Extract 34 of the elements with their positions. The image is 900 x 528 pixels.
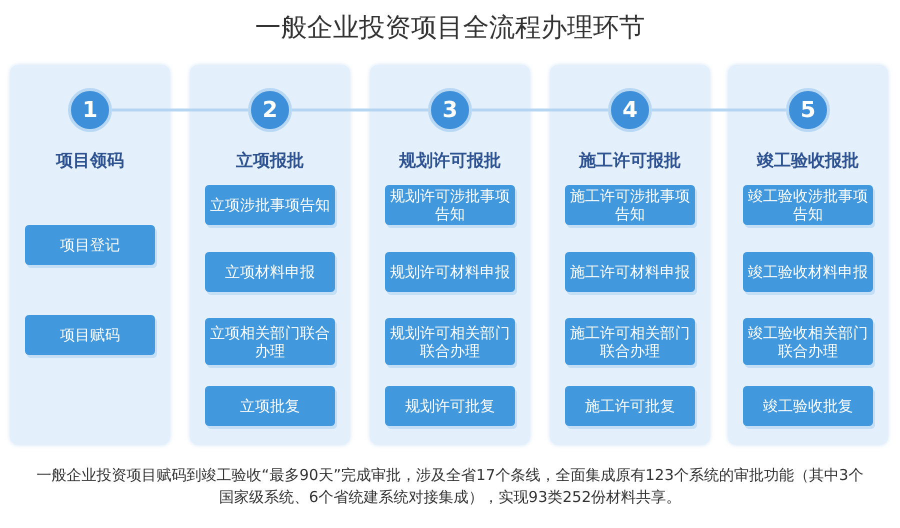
process-box: 竣工验收批复: [743, 386, 873, 426]
column-panel: [728, 65, 888, 445]
process-box: 规划许可涉批事项告知: [385, 185, 515, 225]
process-box: 施工许可相关部门联合办理: [565, 318, 695, 365]
process-box: 项目登记: [25, 225, 155, 265]
column-heading: 立项报批: [235, 150, 305, 173]
connector-line: [652, 108, 786, 112]
process-box: 规划许可相关部门联合办理: [385, 318, 515, 365]
column-heading: 施工许可报批: [578, 150, 682, 173]
diagram-title: 一般企业投资项目全流程办理环节: [254, 12, 646, 45]
process-box: 立项涉批事项告知: [205, 185, 335, 225]
column-panel: [370, 65, 530, 445]
connector-line: [472, 108, 608, 112]
column-heading: 项目领码: [54, 150, 125, 173]
process-box: 施工许可材料申报: [565, 252, 695, 292]
process-box: 竣工验收相关部门联合办理: [743, 318, 873, 365]
process-box: 立项批复: [205, 386, 335, 426]
column-panel: [10, 65, 170, 445]
column-heading: 竣工验收报批: [756, 150, 860, 173]
connector-line: [112, 108, 248, 112]
column-panel: [550, 65, 710, 445]
column-heading: 规划许可报批: [398, 150, 502, 173]
connector-line: [292, 108, 428, 112]
process-box: 立项相关部门联合办理: [205, 318, 335, 365]
column-panel: [190, 65, 350, 445]
process-box: 规划许可材料申报: [385, 252, 515, 292]
caption-text: 一般企业投资项目赋码到竣工验收“最多90天”完成审批，涉及全省17个条线，全面集成原有123个系统的审批功能（其中3个国家级系统、6个省统建系统对接集成），实现93类252份材料共享。: [36, 465, 864, 508]
process-box: 立项材料申报: [205, 252, 335, 292]
process-box: 施工许可涉批事项告知: [565, 185, 695, 225]
process-box: 规划许可批复: [385, 386, 515, 426]
process-box: 施工许可批复: [565, 386, 695, 426]
process-box: 竣工验收涉批事项告知: [743, 185, 873, 225]
process-box: 项目赋码: [25, 315, 155, 355]
process-box: 竣工验收材料申报: [743, 252, 873, 292]
